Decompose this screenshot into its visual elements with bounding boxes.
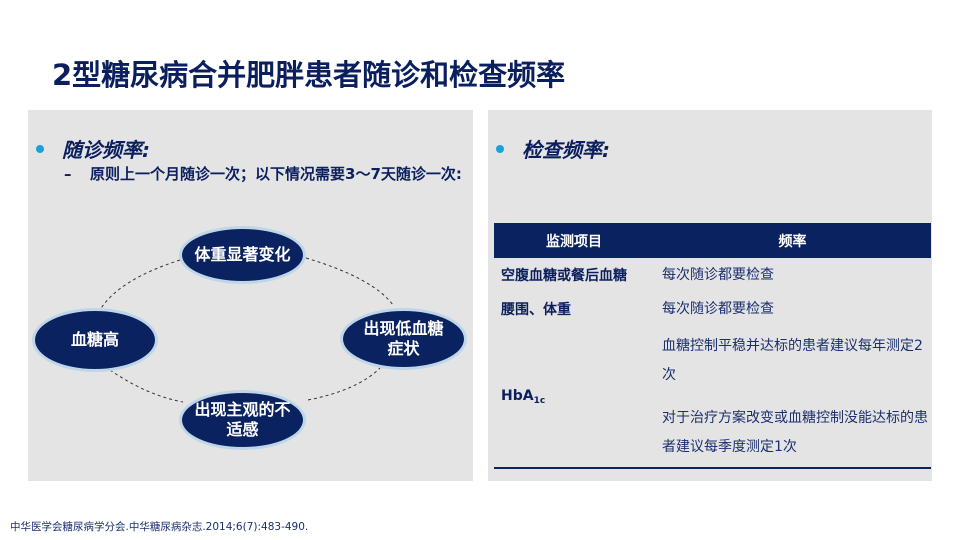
hba1c-main: HbA: [501, 387, 534, 404]
hba1c-sub: 1c: [533, 395, 546, 406]
follow-up-heading: 随诊频率:: [62, 138, 150, 162]
header-frequency: 频率: [654, 223, 931, 258]
node-hypoglycemia: 出现低血糖症状: [340, 308, 467, 370]
bullet-icon: [36, 144, 44, 153]
row-frequency: 每次随诊都要检查: [662, 266, 774, 283]
exam-frequency-table: 监测项目 频率 空腹血糖或餐后血糖 每次随诊都要检查 腰围、体重 每次随诊都要检…: [494, 223, 931, 469]
dash-icon: –: [64, 165, 72, 183]
row-item: 空腹血糖或餐后血糖: [501, 268, 627, 284]
node-discomfort: 出现主观的不适感: [179, 390, 306, 450]
hba1c-stable: 血糖控制平稳并达标的患者建议每年测定2次: [662, 337, 923, 383]
row-item: 腰围、体重: [501, 302, 571, 318]
follow-up-heading-row: 随诊频率:: [36, 134, 150, 163]
follow-up-subtext: – 原则上一个月随诊一次；以下情况需要3～7天随诊一次:: [64, 164, 464, 185]
header-item: 监测项目: [494, 223, 654, 258]
exam-panel: 检查频率: 监测项目 频率 空腹血糖或餐后血糖 每次随诊都要检查 腰围、体重 每…: [488, 110, 932, 481]
bullet-icon: [496, 144, 504, 153]
follow-up-rule: 原则上一个月随诊一次；以下情况需要3～7天随诊一次:: [90, 165, 462, 183]
cycle-connector-lines: [99, 257, 394, 403]
node-weight-change: 体重显著变化: [179, 226, 306, 284]
follow-up-panel: 随诊频率: – 原则上一个月随诊一次；以下情况需要3～7天随诊一次: 体重显著变…: [28, 110, 473, 481]
exam-heading-row: 检查频率:: [496, 134, 610, 163]
citation: 中华医学会糖尿病学分会.中华糖尿病杂志.2014;6(7):483-490.: [10, 521, 309, 533]
row-item-hba1c: HbA1c: [494, 326, 654, 469]
row-frequency: 每次随诊都要检查: [662, 300, 774, 317]
exam-heading: 检查频率:: [522, 138, 610, 162]
node-high-glucose: 血糖高: [32, 308, 158, 372]
table-header-row: 监测项目 频率: [494, 223, 931, 258]
hba1c-unstable: 对于治疗方案改变或血糖控制没能达标的患者建议每季度测定1次: [662, 409, 928, 455]
table-row: HbA1c 血糖控制平稳并达标的患者建议每年测定2次 对于治疗方案改变或血糖控制…: [494, 326, 931, 469]
row-frequency: 血糖控制平稳并达标的患者建议每年测定2次 对于治疗方案改变或血糖控制没能达标的患…: [654, 326, 931, 469]
slide-title: 2型糖尿病合并肥胖患者随诊和检查频率: [52, 58, 566, 92]
table-row: 腰围、体重 每次随诊都要检查: [494, 292, 931, 326]
table-row: 空腹血糖或餐后血糖 每次随诊都要检查: [494, 258, 931, 292]
